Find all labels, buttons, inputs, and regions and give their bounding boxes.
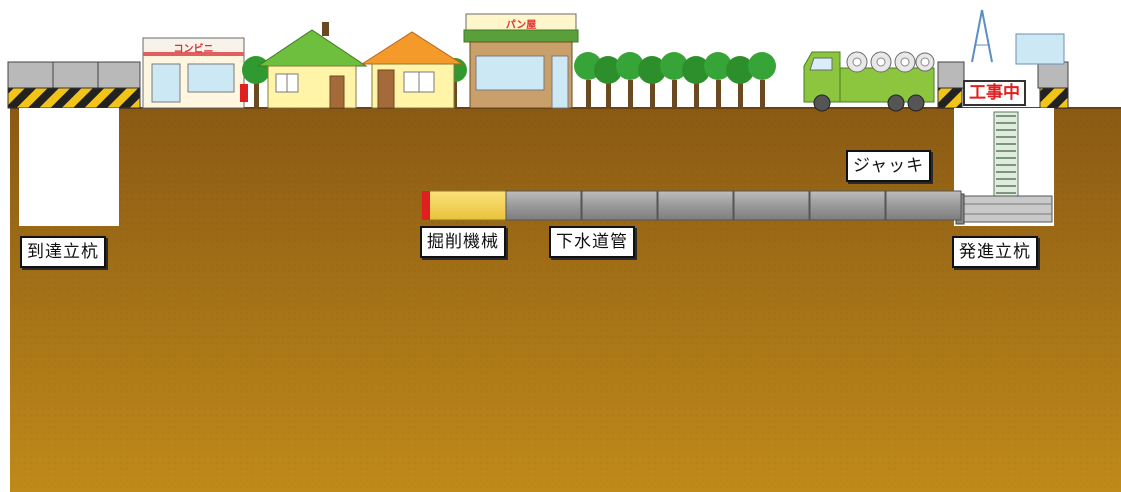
ground-soil-texture bbox=[10, 108, 1121, 492]
tree-crown bbox=[638, 56, 666, 84]
tree-trunk bbox=[606, 80, 611, 108]
pipe-segment bbox=[733, 190, 810, 221]
bakery bbox=[463, 13, 579, 109]
convenience-store bbox=[142, 37, 248, 109]
departure-shaft-label: 発進立杭 bbox=[952, 236, 1038, 268]
tree-trunk bbox=[586, 80, 591, 108]
excavation-machine bbox=[422, 190, 507, 221]
pipe-segment bbox=[505, 190, 582, 221]
tree-trunk bbox=[694, 80, 699, 108]
jack-label: ジャッキ bbox=[846, 150, 932, 182]
tree-trunk bbox=[628, 80, 633, 108]
tree-crown bbox=[594, 56, 622, 84]
tree-row bbox=[574, 52, 776, 108]
jack-assembly bbox=[955, 193, 1053, 225]
right-barrier bbox=[937, 61, 1069, 109]
tree-crown bbox=[726, 56, 754, 84]
pipe-segment bbox=[885, 190, 962, 221]
tree-trunk bbox=[760, 80, 765, 108]
excavation-machine-label: 掘削機械 bbox=[420, 226, 506, 258]
pipe-segment bbox=[809, 190, 886, 221]
under-construction-sign: 工事中 bbox=[963, 80, 1026, 106]
pipe-segment bbox=[657, 190, 734, 221]
pipe-segment bbox=[581, 190, 658, 221]
house-orange-roof bbox=[360, 31, 464, 109]
sewer-pipe-label: 下水道管 bbox=[549, 226, 635, 258]
tree-crown bbox=[660, 52, 688, 80]
tree-crown bbox=[682, 56, 710, 84]
house-green-roof bbox=[256, 22, 368, 109]
tree-trunk bbox=[650, 80, 655, 108]
arrival-shaft-label: 到達立杭 bbox=[20, 236, 106, 268]
crane-tower bbox=[971, 9, 1065, 65]
bakery-sign: パン屋 bbox=[505, 20, 537, 31]
tree-crown bbox=[616, 52, 644, 80]
tree-trunk bbox=[716, 80, 721, 108]
tree-crown bbox=[704, 52, 732, 80]
tree-trunk bbox=[738, 80, 743, 108]
tree-trunk bbox=[672, 80, 677, 108]
arrival-shaft bbox=[19, 108, 119, 226]
convenience-store-sign: コンビニ bbox=[173, 44, 214, 55]
sewer-pipe bbox=[505, 190, 962, 221]
left-barrier bbox=[7, 61, 141, 109]
dump-truck bbox=[803, 51, 935, 112]
tree-crown bbox=[748, 52, 776, 80]
